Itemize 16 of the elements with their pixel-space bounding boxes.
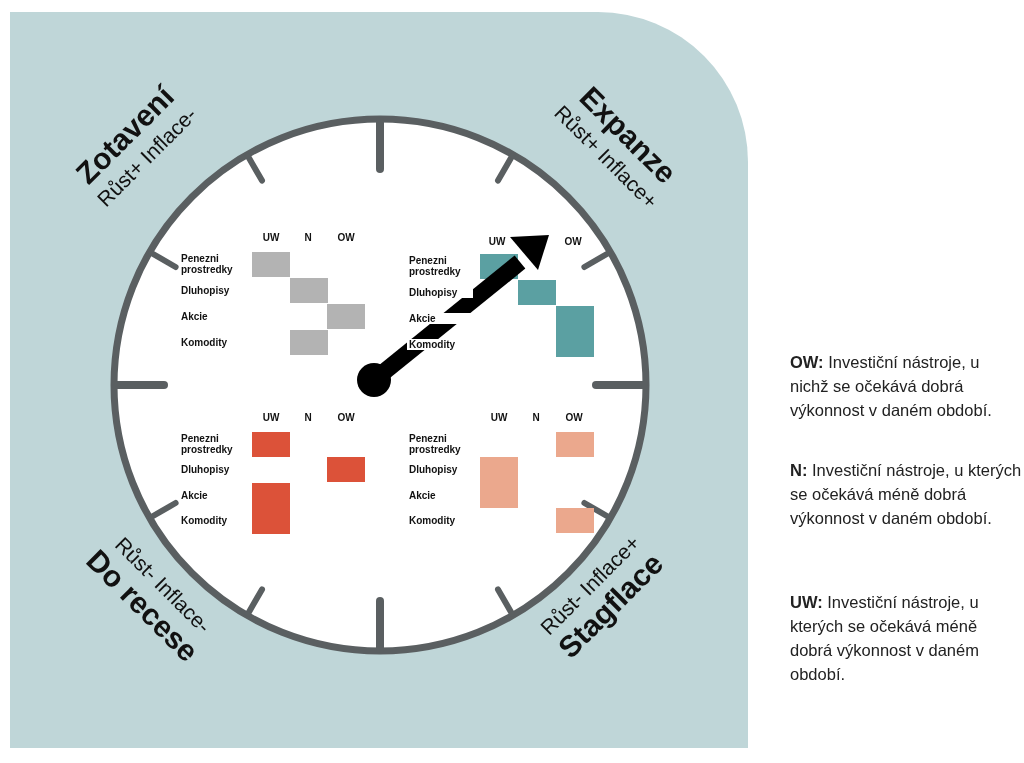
legend-note: N: Investiční nástroje, u kterých se očekává méně dobrá výkonnost v daném období. [790, 460, 1022, 529]
legend-note: UW: Investiční nástroje, u kterých se očekává méně dobrá výkonnost v daném období. [790, 592, 980, 685]
column-header: N [304, 232, 312, 243]
legend-note: OW: Investiční nástroje, u nichž se očekává dobrá výkonnost v daném období. [790, 352, 993, 421]
asset-class-label: Akcie [407, 313, 473, 324]
asset-class-label: Dluhopisy [407, 287, 473, 298]
column-header: UW [490, 412, 508, 423]
column-header: UW [262, 232, 280, 243]
column-header: OW [337, 412, 355, 423]
column-header: OW [337, 232, 355, 243]
column-header: OW [565, 412, 583, 423]
column-header: N [532, 412, 540, 423]
column-header: OW [564, 236, 582, 247]
column-header: UW [262, 412, 280, 423]
column-header: UW [488, 236, 506, 247]
column-header: N [304, 412, 312, 423]
